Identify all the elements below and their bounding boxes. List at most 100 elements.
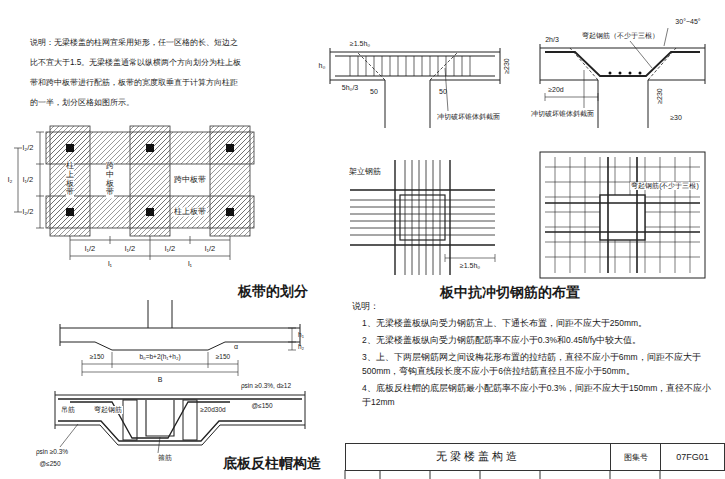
figure-title: 板中抗冲切钢筋的布置 — [440, 284, 580, 300]
column-cap-section — [60, 324, 300, 350]
slab-section — [545, 52, 700, 76]
annotation-label: 柱上板带 — [173, 207, 207, 216]
cell-text: 图集号 — [624, 452, 648, 463]
annotation-label: l₁ — [188, 260, 192, 269]
rebar-dot — [609, 72, 612, 75]
annotation-label: 2h/3 — [545, 36, 559, 44]
annotation-label: l₂ — [8, 176, 13, 185]
note-text: 3、上、下两层钢筋网之间设梅花形布置的拉结筋，直径不应小于6mm，间距不应大于5… — [362, 350, 712, 378]
slab-section — [330, 48, 500, 128]
annotation-label: 跨中板带 — [106, 161, 114, 198]
title-block-cell: 图集号 — [610, 443, 661, 471]
slab-section — [545, 93, 598, 101]
column-cap-detail — [146, 400, 174, 436]
cell-text: 无梁楼盖构造 — [436, 450, 520, 464]
column-cap-section — [60, 300, 300, 376]
annotation-label: ≥1.5h₀ — [350, 40, 370, 48]
annotation-label: h₀ — [319, 62, 326, 70]
strip-grid — [46, 196, 254, 228]
annotation-label: ≥1.5h₀ — [460, 262, 480, 270]
annotation-label: 5h₀/3 — [342, 84, 359, 92]
column-square — [146, 144, 154, 152]
rebar-plan — [545, 167, 700, 257]
annotation-label: B — [158, 376, 163, 384]
column-cap-detail — [123, 400, 137, 440]
rebar-plan — [400, 195, 445, 240]
annotation-label: 弯起钢筋(不少于三根) — [630, 182, 700, 190]
column-square — [66, 208, 74, 216]
dimension-line — [14, 132, 44, 228]
annotation-label: 冲切破坏锥体斜截面 — [531, 110, 594, 117]
annotation-label: ≥150 — [90, 353, 104, 360]
note-text: 4、底板反柱帽的底层钢筋最小配筋率不应小于0.3%，间距不应大于150mm，直径… — [362, 381, 712, 409]
annotation-label: l₁/2 — [205, 245, 215, 254]
rebar-plan — [350, 160, 495, 275]
column-cap-detail — [183, 400, 197, 440]
annotation-label: h₁ — [298, 331, 304, 338]
annotation-label: ≥230 — [503, 58, 511, 74]
title-block-line — [345, 470, 725, 479]
annotation-label: ≥20d30d — [199, 406, 226, 413]
rebar-plan — [350, 160, 495, 275]
annotation-label: l₁/2 — [165, 245, 175, 254]
rebar-plan — [350, 200, 495, 235]
dimension-line — [14, 132, 230, 260]
note-text: 1、无梁楼盖板纵向受力钢筋宜上、下通长布置，间距不应大于250mm。 — [362, 316, 712, 330]
slab-section — [570, 48, 676, 80]
dimension-line — [70, 236, 230, 260]
note-text: 2、无梁楼盖板纵向受力钢筋配筋率不应小于0.3%和0.45ft/fy中较大值。 — [362, 333, 712, 347]
annotation-label: l₁/2 — [23, 176, 33, 185]
annotation-label: l₂/2 — [23, 208, 34, 217]
annotation-label: 跨中板带 — [174, 175, 206, 184]
column-square — [226, 208, 234, 216]
annotation-label: ρsin ≥0.3%, d≥12 — [241, 382, 291, 389]
rebar-dot — [639, 72, 642, 75]
annotation-label: l₁/2 — [85, 245, 95, 254]
column-cap-section — [148, 300, 172, 328]
rebar-plan — [540, 152, 705, 278]
note-text: 说明：无梁楼盖的柱网宜采用矩形，任一区格的长、短边之比不宜大于1.5。无梁楼盖通… — [30, 33, 244, 113]
column-cap-detail — [55, 391, 305, 445]
rebar-plan — [600, 195, 645, 240]
column-cap-detail — [58, 399, 302, 441]
annotation-label: b₀=b+2(h₁+h₂) — [139, 353, 180, 360]
annotation-label: @≤250 — [39, 460, 60, 467]
annotation-label: ≥30 — [670, 114, 682, 122]
figure-title: 板带的划分 — [238, 283, 308, 299]
title-block-cell: 无梁楼盖构造 — [345, 443, 611, 471]
rebar-plan — [540, 152, 705, 278]
annotation-label: α — [234, 343, 238, 351]
annotation-label: 柱上板带 — [66, 161, 74, 198]
slab-section — [330, 48, 500, 128]
annotation-label: @≤150 — [250, 402, 273, 409]
slab-section — [335, 56, 495, 76]
annotation-label: 50 — [370, 88, 378, 96]
annotation-label: ≥150 — [216, 353, 230, 360]
annotation-label: ρsin ≥0.3% — [36, 448, 68, 455]
column-cap-section — [288, 328, 296, 350]
rebar-plan — [555, 157, 690, 273]
note-text: 说明： — [352, 300, 412, 313]
annotation-label: 30°~45° — [675, 18, 700, 26]
slab-section — [350, 56, 470, 76]
annotation-label: l₂/2 — [23, 144, 34, 153]
annotation-label: 弯起钢筋（不少于三根） — [582, 32, 659, 40]
column-square — [226, 144, 234, 152]
column-cap-detail — [70, 402, 230, 438]
column-cap-detail — [60, 424, 160, 453]
annotation-label: 架立钢筋 — [348, 168, 382, 177]
column-cap-detail — [55, 391, 305, 453]
rebar-plan — [545, 157, 700, 273]
figure-title: 底板反柱帽构造 — [223, 455, 321, 471]
annotation-label: ≥230 — [656, 88, 664, 104]
column-square — [66, 144, 74, 152]
annotation-label: 冲切破坏锥体斜截面 — [437, 113, 500, 120]
rebar-dot — [629, 72, 632, 75]
rebar-plan — [405, 160, 440, 275]
cell-text: 07FG01 — [676, 452, 709, 462]
title-block-line — [345, 470, 725, 479]
annotation-label: l₁/2 — [125, 245, 135, 254]
annotation-label: 吊筋 — [60, 406, 76, 414]
annotation-label: 50 — [439, 88, 447, 96]
annotation-label: 弯起钢筋 — [93, 406, 123, 414]
